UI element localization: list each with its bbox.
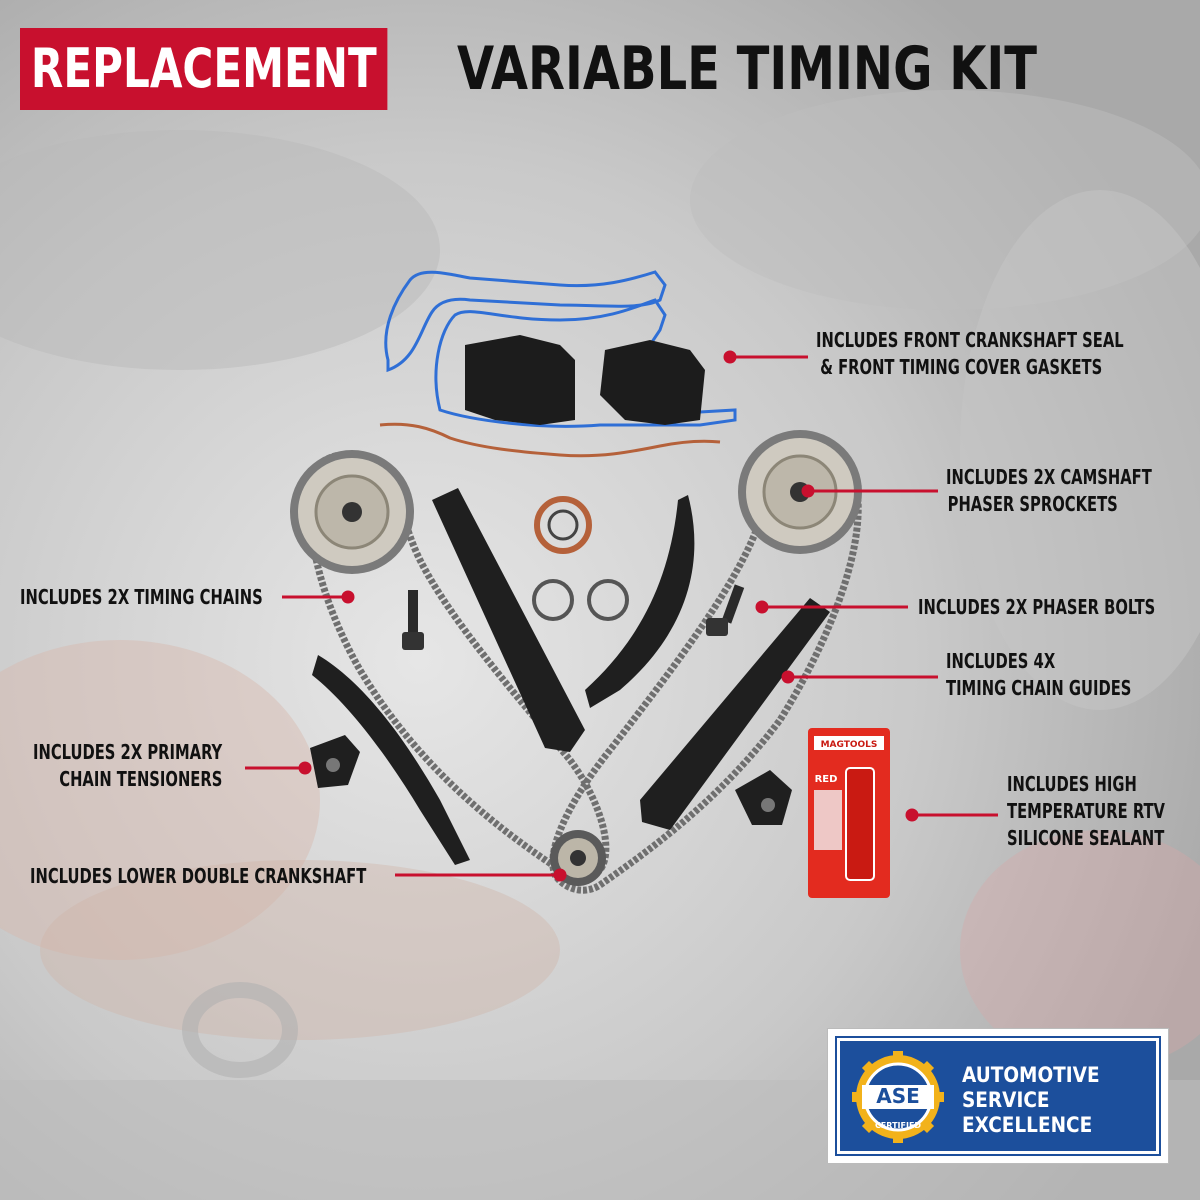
ase-logo-subtext: CERTIFIED xyxy=(874,1121,922,1130)
sealant-label-text: RED xyxy=(815,774,838,785)
chain-guide-left-curve xyxy=(312,655,470,865)
phaser-bolt-right xyxy=(706,584,745,636)
title-bar: REPLACEMENT VARIABLE TIMING KIT xyxy=(20,28,1037,110)
rtv-sealant-package xyxy=(808,728,890,898)
callout-camshaft-sprockets: INCLUDES 2X CAMSHAFT PHASER SPROCKETS xyxy=(946,465,1152,516)
gasket-plate-right xyxy=(600,340,705,425)
phaser-sprocket-left xyxy=(290,450,414,574)
title-text: VARIABLE TIMING KIT xyxy=(457,34,1037,104)
sealant-brand-text: MAGTOOLS xyxy=(821,740,878,750)
tensioner-left xyxy=(310,735,360,788)
gasket-plate-left xyxy=(465,335,575,425)
ring-right xyxy=(587,579,629,621)
callout-tensioners: INCLUDES 2X PRIMARY CHAIN TENSIONERS xyxy=(33,740,223,791)
timing-cover-gasket-blue-2 xyxy=(434,298,737,428)
ase-badge-panel: ASE CERTIFIED AUTOMOTIVE SERVICE EXCELLE… xyxy=(835,1036,1161,1156)
crankshaft-seal xyxy=(534,496,592,554)
tensioner-right xyxy=(735,770,792,825)
phaser-sprocket-right xyxy=(738,430,862,554)
copper-gasket xyxy=(379,422,721,458)
chain-guide-center-curve xyxy=(585,495,695,708)
ase-gear-logo-icon xyxy=(852,1051,944,1143)
timing-cover-gasket-blue-1 xyxy=(384,270,667,373)
callout-rtv-sealant: INCLUDES HIGH TEMPERATURE RTV SILICONE S… xyxy=(1007,772,1165,850)
ase-badge-text: AUTOMOTIVE SERVICE EXCELLENCE xyxy=(962,1063,1100,1137)
callout-phaser-bolts: INCLUDES 2X PHASER BOLTS xyxy=(918,595,1156,619)
phaser-bolt-left xyxy=(402,590,424,650)
ase-logo-text: ASE xyxy=(876,1084,920,1108)
chain-guide-right-long xyxy=(640,598,830,830)
callout-timing-chains: INCLUDES 2X TIMING CHAINS xyxy=(20,585,263,609)
callout-front-seal-gaskets: INCLUDES FRONT CRANKSHAFT SEAL & FRONT T… xyxy=(816,328,1124,379)
callout-chain-guides: INCLUDES 4X TIMING CHAIN GUIDES xyxy=(946,649,1132,700)
ase-certified-badge: ASE CERTIFIED AUTOMOTIVE SERVICE EXCELLE… xyxy=(828,1029,1168,1163)
ring-left xyxy=(532,579,574,621)
chain-guide-left-long xyxy=(432,488,585,752)
callout-crankshaft: INCLUDES LOWER DOUBLE CRANKSHAFT xyxy=(30,864,367,888)
title-highlight: REPLACEMENT xyxy=(20,28,388,110)
